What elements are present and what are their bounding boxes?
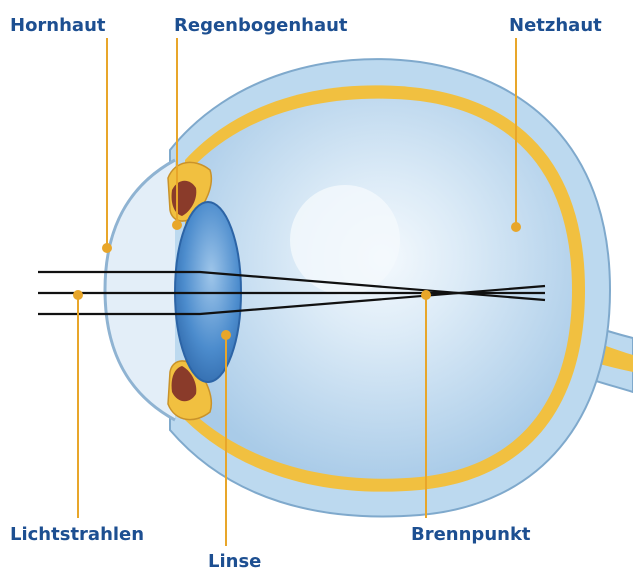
leader-dot-lichtstrahlen	[74, 291, 82, 299]
label-brennpunkt: Brennpunkt	[411, 526, 531, 544]
leader-dot-netzhaut	[512, 223, 520, 231]
label-hornhaut: Hornhaut	[10, 17, 106, 35]
label-linse: Linse	[208, 553, 261, 571]
label-netzhaut: Netzhaut	[509, 17, 602, 35]
vitreous-highlight	[290, 185, 400, 295]
leader-dot-linse	[222, 331, 230, 339]
leader-dot-brennpunkt	[422, 291, 430, 299]
label-lichtstrahlen: Lichtstrahlen	[10, 526, 144, 544]
cornea	[105, 160, 175, 420]
leader-dot-hornhaut	[103, 244, 111, 252]
leader-dot-regenbogenhaut	[173, 221, 181, 229]
label-regenbogenhaut: Regenbogenhaut	[174, 17, 348, 35]
